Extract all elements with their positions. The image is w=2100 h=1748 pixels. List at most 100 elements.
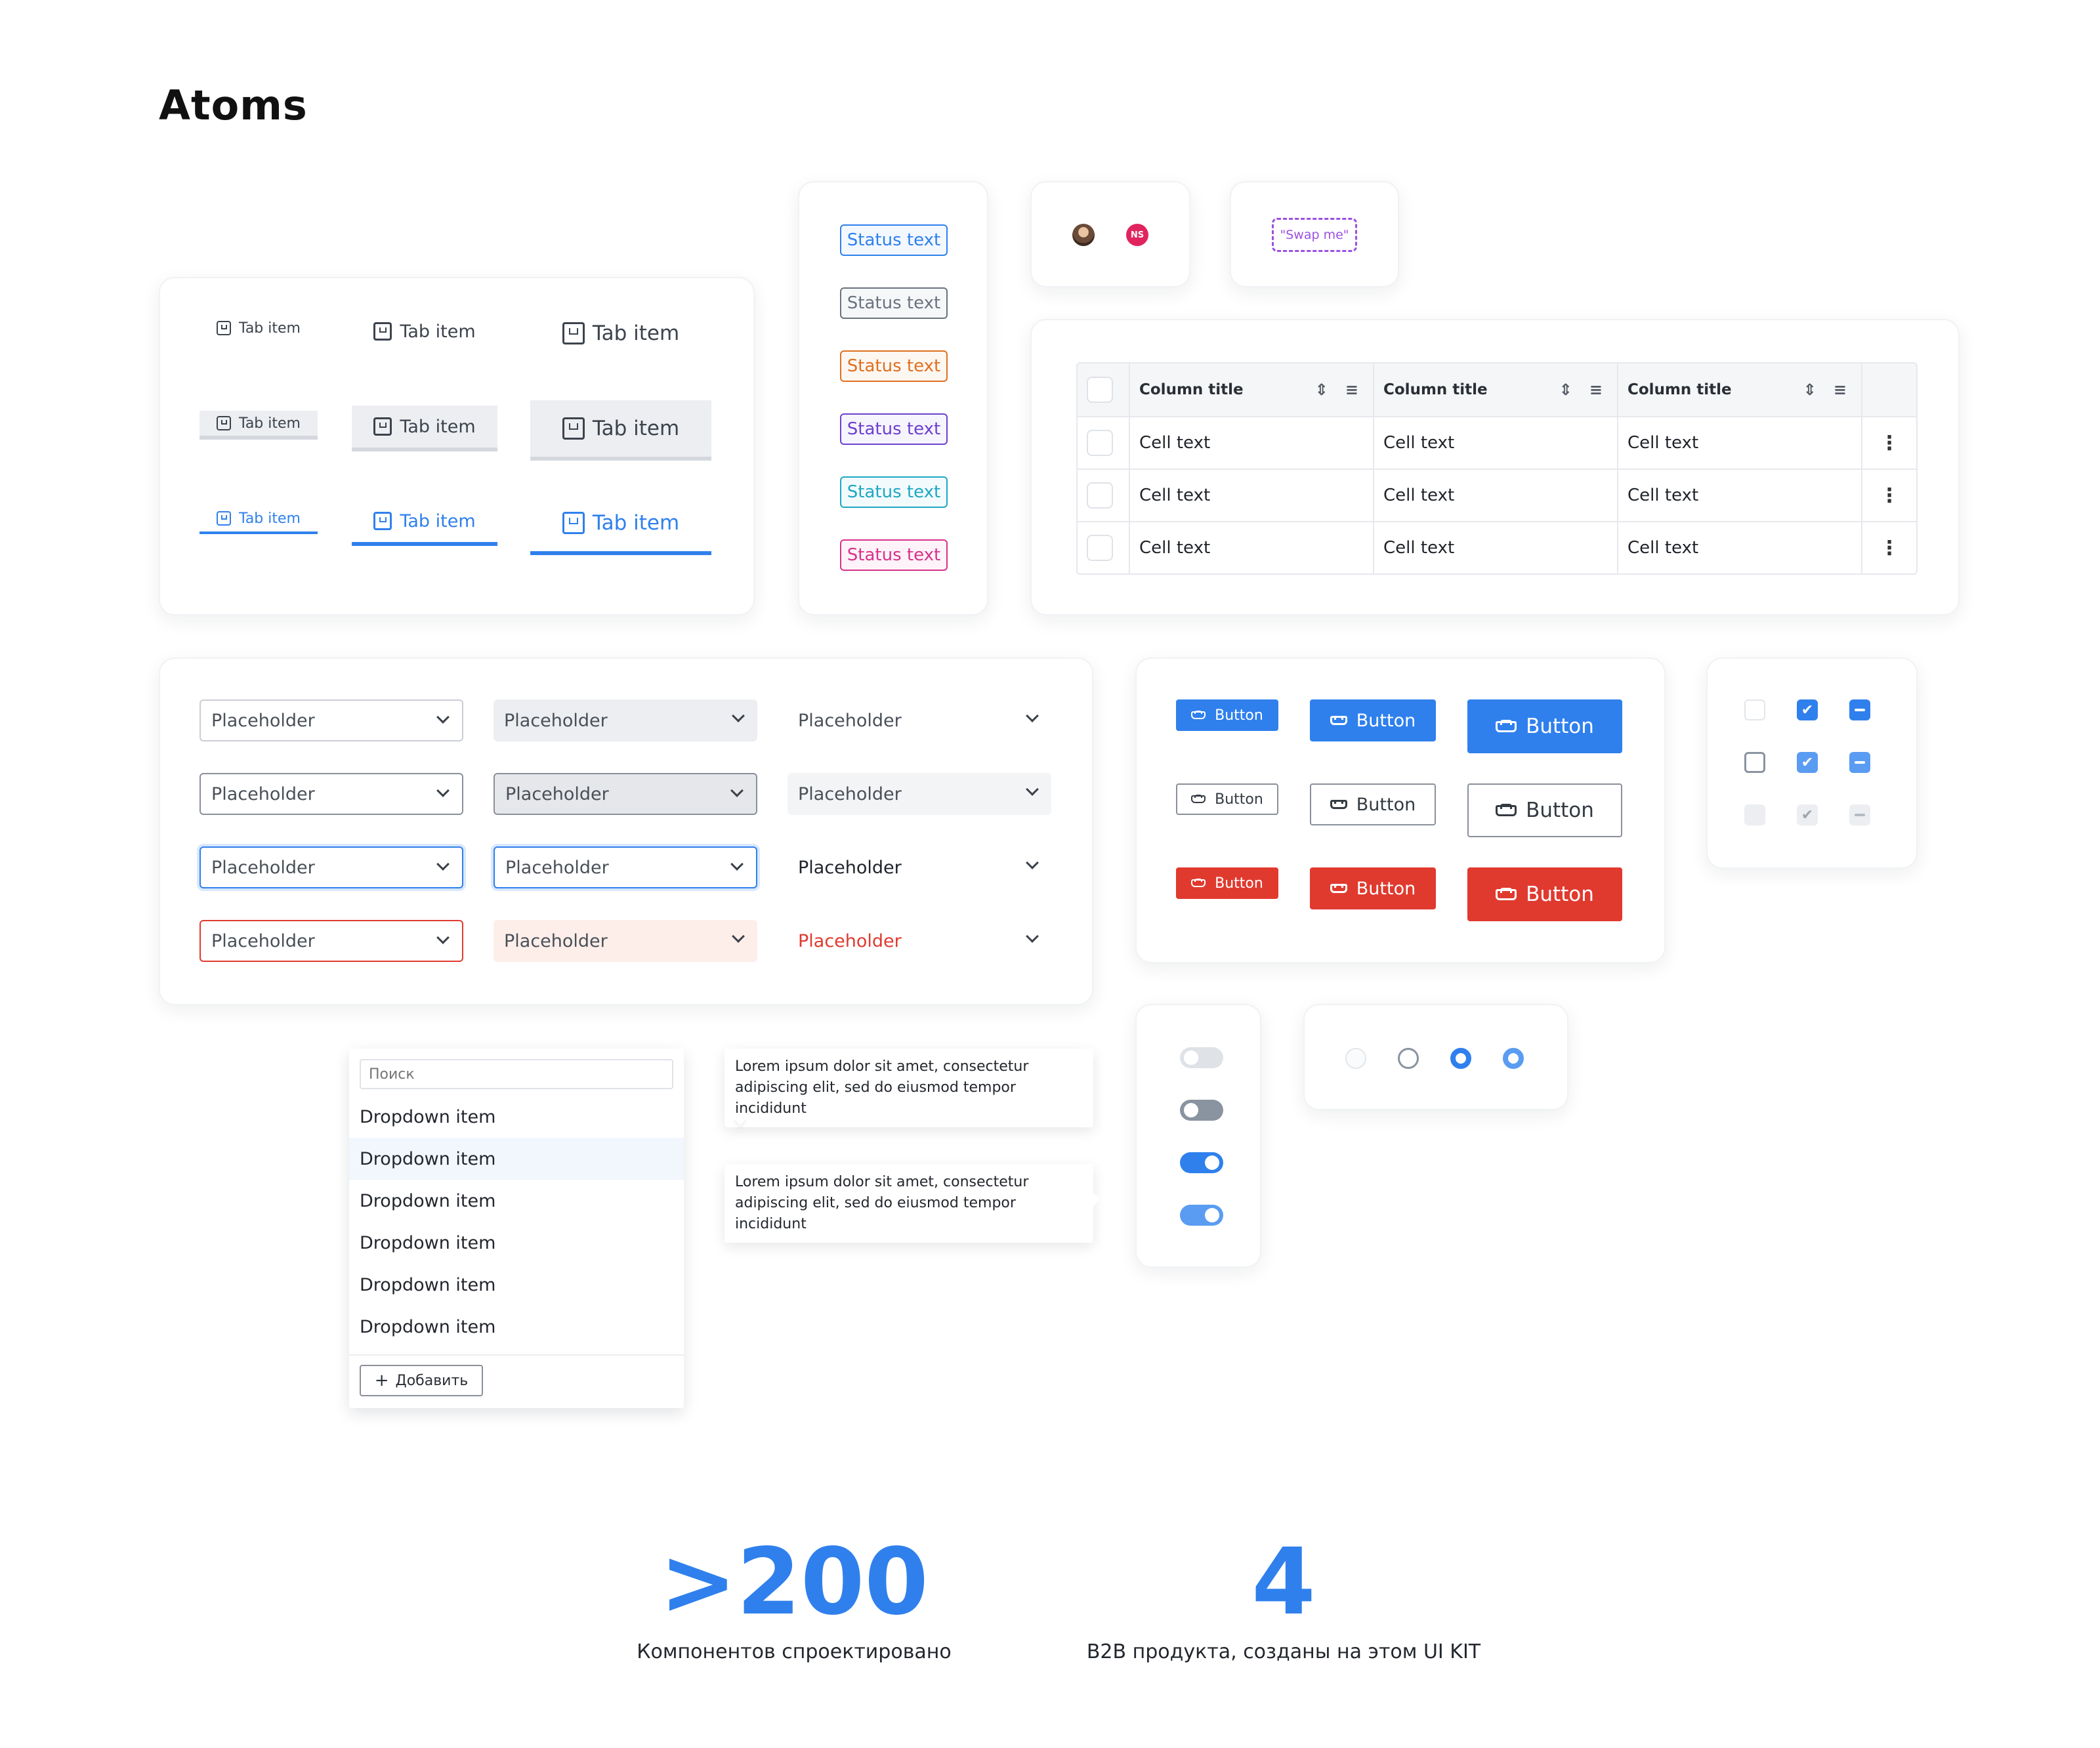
checkbox-indeterminate[interactable] [1849,699,1870,720]
sort-icon[interactable]: ⇕ [1314,381,1328,399]
table-row[interactable]: Cell text Cell text Cell text ⋮ [1078,416,1916,468]
swap-card [1230,181,1399,287]
dropdown-item[interactable]: Dropdown item [360,1190,496,1211]
outline-button[interactable]: Button [1467,783,1622,837]
radio-disabled[interactable] [1345,1048,1366,1069]
tab-gray[interactable]: Tab item [200,411,318,440]
more-icon[interactable]: ⋮ [1880,431,1899,455]
column-header[interactable]: Column title⇕≡ [1129,364,1373,416]
primary-button[interactable]: Button [1310,699,1436,741]
checkbox-checked[interactable]: ✔ [1797,804,1818,825]
checkbox-unchecked[interactable] [1744,804,1765,825]
filter-icon[interactable]: ≡ [1345,381,1358,399]
column-header[interactable]: Column title⇕≡ [1373,364,1617,416]
tab-icon [217,511,232,526]
tooltip: Lorem ipsum dolor sit amet, consectetur … [724,1164,1093,1243]
check-icon: ✔ [1801,806,1814,823]
table-cell: Cell text [1617,470,1861,521]
stat-components-value: >200 [660,1529,929,1636]
select-dropdown[interactable]: Placeholder [494,699,757,741]
row-checkbox[interactable] [1087,535,1113,561]
select-dropdown[interactable]: Placeholder [494,773,757,815]
add-button[interactable]: +Добавить [360,1365,483,1396]
button-label: Button [1356,794,1416,815]
tab-gray[interactable]: Tab item [530,400,711,461]
danger-button[interactable]: Button [1467,867,1622,921]
toggle-off[interactable] [1180,1100,1223,1121]
chevron-down-icon [1026,709,1039,722]
danger-button[interactable]: Button [1176,867,1278,899]
avatar-initials[interactable]: NS [1126,224,1148,246]
tab-active[interactable]: Tab item [530,495,711,555]
checkbox-checked[interactable]: ✔ [1797,752,1818,773]
button-label: Button [1215,875,1263,892]
dropdown-item[interactable]: Dropdown item [349,1138,684,1180]
dropdown-item[interactable]: Dropdown item [360,1274,496,1295]
danger-button[interactable]: Button [1310,867,1436,909]
select-dropdown[interactable]: Placeholder [200,699,463,741]
dropdown-item[interactable]: Dropdown item [360,1106,496,1127]
tab-plain[interactable]: Tab item [352,308,497,354]
outline-button[interactable]: Button [1176,783,1278,815]
tab-label: Tab item [592,417,680,440]
table-row[interactable]: Cell text Cell text Cell text ⋮ [1078,468,1916,521]
tab-label: Tab item [239,415,301,432]
tab-active[interactable]: Tab item [200,505,318,534]
checkbox-unchecked[interactable] [1744,752,1765,773]
primary-button[interactable]: Button [1176,699,1278,731]
select-dropdown[interactable]: Placeholder [200,920,463,962]
row-checkbox[interactable] [1087,482,1113,509]
tab-plain[interactable]: Tab item [530,303,711,364]
checkbox-indeterminate[interactable] [1849,752,1870,773]
select-placeholder: Placeholder [211,783,315,804]
filter-icon[interactable]: ≡ [1589,381,1603,399]
radio-unchecked[interactable] [1398,1048,1419,1069]
dropdown-item[interactable]: Dropdown item [360,1316,496,1337]
tab-icon [562,322,585,344]
filter-icon[interactable]: ≡ [1833,381,1847,399]
outline-button[interactable]: Button [1310,783,1436,825]
select-all-checkbox[interactable] [1087,377,1113,403]
sort-icon[interactable]: ⇕ [1559,381,1572,399]
dropdown-search-input[interactable] [360,1059,673,1089]
select-dropdown[interactable]: Placeholder [788,846,1051,888]
select-dropdown[interactable]: Placeholder [494,920,757,962]
radio-checked[interactable] [1450,1048,1471,1069]
inbox-icon [1330,883,1347,893]
dropdown-item[interactable]: Dropdown item [360,1232,496,1253]
tab-gray[interactable]: Tab item [352,406,497,451]
select-dropdown[interactable]: Placeholder [788,699,1051,741]
button-label: Button [1356,710,1416,731]
tab-plain[interactable]: Tab item [200,314,318,343]
select-placeholder: Placeholder [504,930,608,951]
row-checkbox[interactable] [1087,430,1113,456]
tooltip: Lorem ipsum dolor sit amet, consectetur … [724,1049,1093,1127]
column-header[interactable]: Column title⇕≡ [1617,364,1861,416]
more-icon[interactable]: ⋮ [1880,536,1899,560]
tab-active[interactable]: Tab item [352,500,497,546]
radio-checked-hover[interactable] [1503,1048,1524,1069]
checkbox-indeterminate[interactable] [1849,804,1870,825]
checkbox-unchecked[interactable] [1744,699,1765,720]
table-row[interactable]: Cell text Cell text Cell text ⋮ [1078,521,1916,573]
toggle-on-hover[interactable] [1180,1205,1223,1226]
select-dropdown[interactable]: Placeholder [200,846,463,888]
minus-icon [1855,814,1865,816]
plus-icon: + [374,1371,389,1390]
select-dropdown[interactable]: Placeholder [494,846,757,888]
sort-icon[interactable]: ⇕ [1803,381,1816,399]
primary-button[interactable]: Button [1467,699,1622,753]
button-label: Button [1215,791,1263,808]
button-label: Button [1526,799,1594,822]
more-icon[interactable]: ⋮ [1880,484,1899,507]
avatar-photo[interactable] [1072,224,1095,246]
button-label: Button [1526,883,1594,906]
toggle-off-disabled[interactable] [1180,1047,1223,1068]
select-dropdown[interactable]: Placeholder [200,773,463,815]
toggle-on[interactable] [1180,1152,1223,1173]
tab-icon [217,321,232,335]
status-badge: Status text [840,413,948,445]
select-dropdown[interactable]: Placeholder [788,773,1051,815]
checkbox-checked[interactable]: ✔ [1797,699,1818,720]
select-dropdown[interactable]: Placeholder [788,920,1051,962]
